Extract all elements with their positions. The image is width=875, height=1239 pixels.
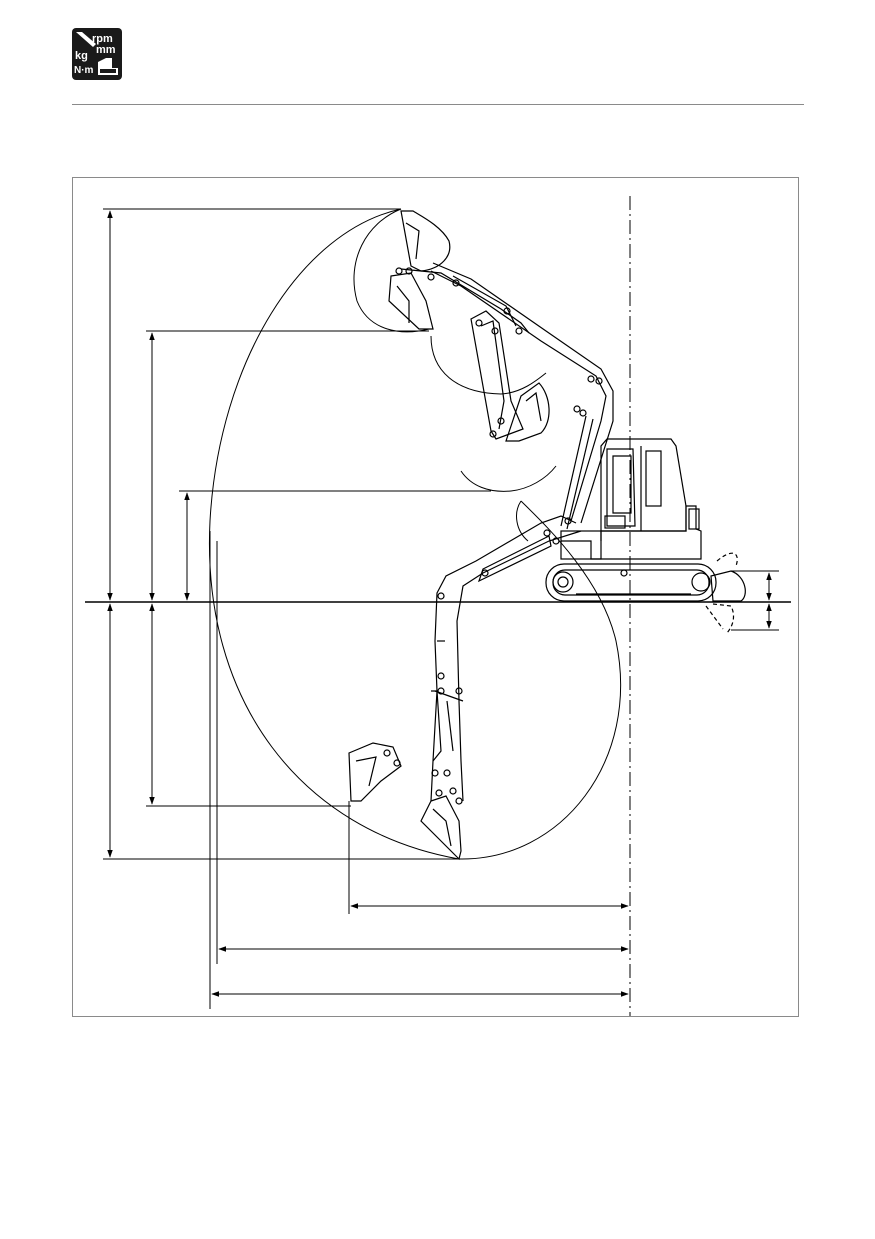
crawler-track (545, 563, 717, 602)
working-range-diagram-frame (72, 177, 799, 1017)
bucket-swing-arc (430, 335, 547, 395)
boom-arm-raised (388, 210, 614, 530)
working-range-diagram (85, 196, 791, 1016)
icon-label-mm: mm (96, 44, 116, 56)
icon-label-nm: N·m (74, 65, 94, 76)
sprocket-wheel (691, 572, 711, 592)
operator-cab (600, 438, 687, 532)
specification-units-icon: rpm mm kg N·m (72, 28, 122, 80)
dozer-blade (710, 570, 746, 602)
bucket-wall-position (348, 742, 402, 802)
excavator (545, 438, 746, 634)
inner-arc (460, 465, 557, 492)
icon-label-kg: kg (75, 50, 88, 62)
inner-lower-arc (516, 500, 529, 542)
header-rule (72, 104, 804, 105)
idler-wheel (552, 571, 574, 593)
upper-structure (561, 505, 702, 560)
icon-label-rpm: rpm (92, 33, 113, 45)
boom-arm-lowered (420, 515, 582, 861)
arm-curled (470, 310, 550, 442)
working-range-envelope (208, 208, 622, 860)
